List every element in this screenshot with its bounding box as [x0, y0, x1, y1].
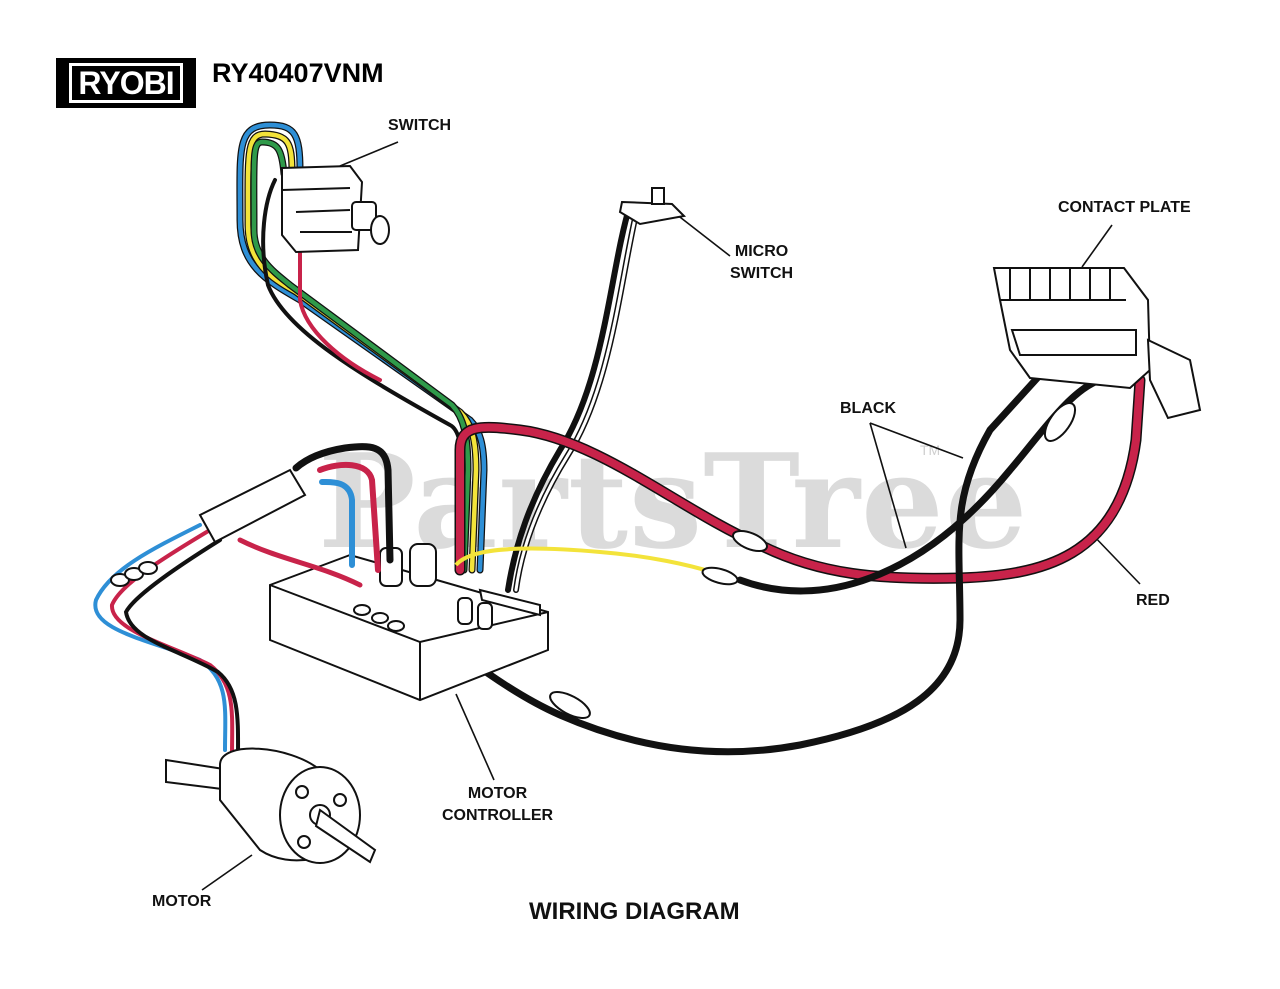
diagram-title: WIRING DIAGRAM — [529, 898, 740, 925]
micro-switch-board — [618, 200, 687, 226]
label-micro-switch-line2: SWITCH — [730, 265, 794, 282]
label-motor: MOTOR — [152, 893, 212, 910]
connectors — [549, 402, 1077, 720]
switch-wire-yellow — [245, 131, 479, 573]
contact-plate-bar — [1010, 329, 1137, 356]
motor-hole-3 — [297, 835, 311, 849]
label-red: RED — [1136, 592, 1170, 609]
logo-text: RYOBI — [78, 65, 174, 101]
switch-wire-green — [251, 139, 471, 573]
motor-wire-red — [317, 461, 381, 573]
leader-motor — [201, 854, 253, 891]
micro-wire-white — [514, 203, 640, 592]
connector-black — [549, 690, 591, 720]
leader-lines — [201, 141, 1141, 891]
switch-wire-red — [298, 238, 382, 382]
label-black: BLACK — [840, 400, 896, 417]
ryobi-logo: RYOBI — [56, 58, 196, 108]
label-micro-switch-line1: MICRO — [734, 243, 789, 260]
micro-wire-black — [506, 203, 632, 592]
leader-black-2 — [869, 422, 964, 459]
label-motor-controller-line1: MOTOR — [467, 785, 528, 802]
model-number: RY40407VNM — [212, 58, 384, 88]
motor-connector-body — [198, 468, 307, 544]
switch-knob — [370, 215, 390, 245]
leader-red — [1089, 531, 1141, 585]
logo-frame: RYOBI — [69, 63, 183, 103]
connector-red — [732, 529, 768, 553]
connector-yellow — [701, 566, 739, 586]
yellow-wire — [454, 546, 716, 575]
leader-micro-switch — [675, 213, 731, 257]
switch-ridge-1 — [281, 187, 351, 191]
motor-wire-black — [292, 443, 394, 564]
motor-connector — [110, 468, 307, 587]
contact-plate-slots — [1009, 268, 1111, 300]
controller-component-5 — [477, 602, 493, 630]
motor-hole-2 — [333, 793, 347, 807]
controller-component-3 — [387, 620, 405, 632]
watermark-tm: TM — [920, 442, 941, 458]
label-switch: SWITCH — [388, 117, 452, 134]
motor — [165, 747, 377, 864]
switch-shaft — [351, 201, 377, 231]
motor-lead-red-2 — [237, 537, 363, 588]
motor-controller — [269, 543, 549, 702]
motor-terminal-3 — [138, 561, 158, 575]
leader-motor-controller — [455, 693, 495, 781]
contact-plate — [992, 267, 1202, 420]
connector-contact — [1043, 402, 1077, 442]
motor-wire-blue — [319, 478, 355, 568]
motor-shaft — [314, 808, 377, 864]
controller-capacitor-2 — [409, 543, 437, 587]
label-micro-switch: MICRO SWITCH — [730, 241, 793, 285]
micro-wire-white-outline — [513, 202, 641, 593]
red-wire — [456, 376, 1144, 583]
controller-component-1 — [353, 604, 371, 616]
controller-header-pins — [478, 588, 541, 617]
micro-switch-body — [618, 187, 687, 226]
micro-switch-button — [651, 187, 665, 205]
contact-plate-body — [992, 267, 1152, 390]
motor-hole-1 — [295, 785, 309, 799]
leader-contact-plate — [1081, 224, 1113, 268]
label-motor-controller: MOTOR CONTROLLER — [442, 783, 553, 827]
switch-body — [281, 164, 390, 254]
label-motor-controller-line2: CONTROLLER — [442, 807, 554, 824]
motor-lead-blue — [93, 523, 228, 752]
switch-housing — [281, 164, 364, 254]
switch-ridge-2 — [295, 209, 351, 213]
micro-wire-black-outline — [505, 202, 633, 593]
leader-black-1 — [869, 422, 907, 549]
label-contact-plate: CONTACT PLATE — [1058, 199, 1191, 216]
motor-lead-black — [123, 538, 241, 762]
contact-plate-tab — [1146, 338, 1202, 420]
controller-component-2 — [371, 612, 389, 624]
controller-component-4 — [457, 597, 473, 625]
micro-switch-wires — [505, 202, 641, 593]
leader-switch — [339, 141, 399, 167]
